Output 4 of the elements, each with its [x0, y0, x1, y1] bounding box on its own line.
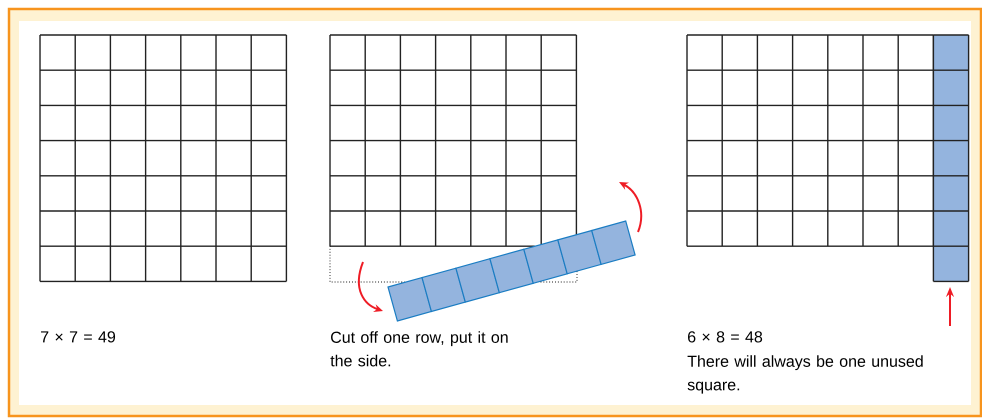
- caption-text: 6 × 8 = 48: [688, 331, 762, 343]
- caption-text: Cut off one row, put it on the side.: [330, 331, 508, 366]
- caption-text: There will always be one unused square.: [688, 355, 923, 394]
- caption-text: 7 × 7 = 49: [41, 331, 116, 343]
